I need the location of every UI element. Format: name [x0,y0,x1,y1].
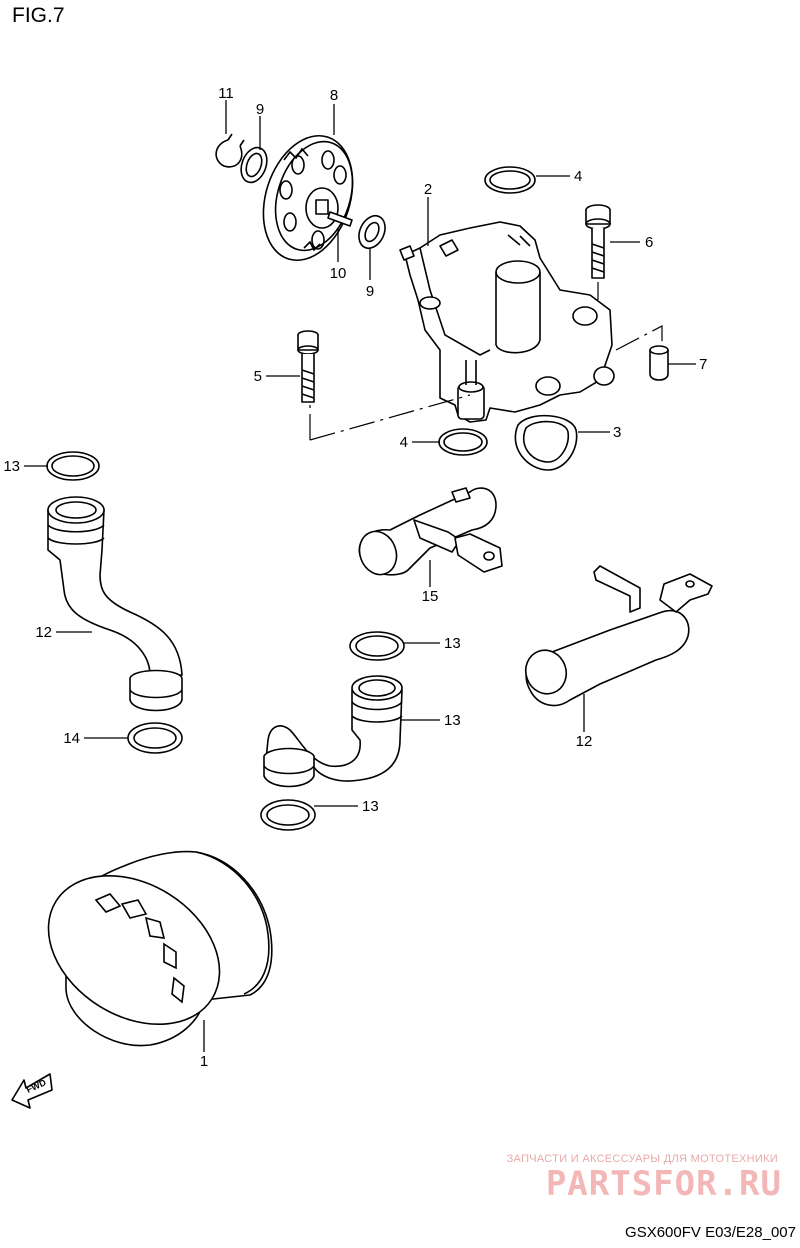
callout-11: 11 [218,85,234,102]
part-13-o-ring-c[interactable] [349,631,405,661]
part-5-bolt[interactable] [297,330,319,403]
callout-15: 15 [422,588,439,605]
part-1-oil-filter[interactable] [21,845,273,1054]
callout-14: 12 [576,733,593,750]
part-7-dowel[interactable] [649,345,669,381]
part-9-washer-lower[interactable] [354,212,390,253]
part-3-gasket[interactable] [514,414,578,471]
callout-13-c: 13 [444,635,461,652]
fwd-arrow-icon: FWD [11,1073,53,1109]
part-6-bolt[interactable] [585,204,611,279]
part-12-oil-pipe-middle[interactable] [263,675,403,788]
callout-numbers: 11 9 8 4 2 6 10 9 7 5 3 4 13 15 12 13 14… [3,85,707,1070]
callout-4-lower: 4 [400,434,408,451]
part-11-circlip[interactable] [215,133,245,168]
callout-4-upper: 4 [574,168,582,185]
callout-9-upper: 9 [256,101,264,118]
part-10-pin[interactable] [327,211,353,227]
callout-10: 10 [330,265,347,282]
part-9-washer-upper[interactable] [237,144,272,186]
part-15-pipe-with-clamp[interactable] [354,487,503,580]
watermark-logo: PARTSFOR.RU [545,1164,782,1204]
callout-13-d: 13 [362,798,379,815]
part-13-o-ring-a[interactable] [46,451,100,481]
figure-title: FIG.7 [12,4,65,27]
watermark-tagline: ЗАПЧАСТИ И АКСЕССУАРЫ ДЛЯ МОТОТЕХНИКИ [506,1153,778,1165]
callout-8: 8 [330,87,338,104]
callout-6: 6 [645,234,653,251]
callout-5: 5 [254,368,262,385]
part-12-oil-pipe-left[interactable] [47,496,183,712]
callout-2: 2 [424,181,432,198]
callout-12-left: 12 [35,624,52,641]
callout-1: 1 [200,1053,208,1070]
part-8-pump-gear[interactable] [248,124,367,272]
callout-3: 3 [613,424,621,441]
callout-13-a: 13 [3,458,20,475]
part-4-o-ring-lower[interactable] [438,428,488,456]
leader-lines [24,100,696,1052]
callout-9-lower: 9 [366,283,374,300]
model-code: GSX600FV E03/E28_007 [625,1224,796,1241]
callout-13-b: 14 [63,730,80,747]
part-4-o-ring-upper[interactable] [484,166,536,194]
part-13-o-ring-d[interactable] [260,799,316,831]
part-14-pipe-with-bracket[interactable] [520,565,713,707]
callout-12-middle: 13 [444,712,461,729]
part-2-oil-pump[interactable] [399,221,615,423]
part-13-o-ring-b[interactable] [127,722,183,754]
assembly-reference-lines [309,282,663,441]
callout-7: 7 [699,356,707,373]
